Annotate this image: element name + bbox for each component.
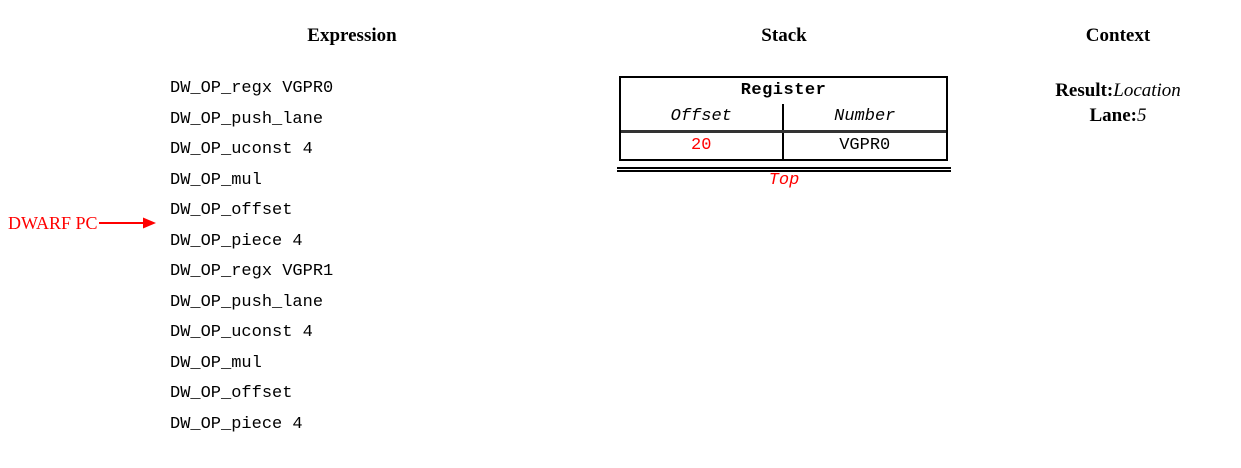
stack-table-title: Register: [740, 81, 827, 100]
stack-table-title-row: Register: [621, 78, 946, 104]
context-entry-result: Result:Location: [1055, 78, 1181, 103]
stack-cell-offset: 20: [621, 133, 784, 159]
column-heading-stack: Stack: [761, 25, 807, 46]
stack-column-header-offset: Offset: [621, 104, 784, 130]
stack-table-header-row: Offset Number: [621, 104, 946, 130]
stack-top-rule: [617, 167, 951, 172]
expression-line: DW_OP_regx VGPR1: [170, 262, 334, 281]
context-value-result: Location: [1113, 80, 1181, 101]
expression-line: DW_OP_uconst 4: [170, 140, 313, 159]
expression-line: DW_OP_uconst 4: [170, 323, 313, 342]
right-arrow-icon: [98, 217, 156, 229]
expression-line: DW_OP_push_lane: [170, 292, 324, 312]
expression-line: DW_OP_push_lane: [170, 109, 324, 129]
context-key-result: Result:: [1055, 80, 1114, 101]
stack-table-row: 20 VGPR0: [621, 130, 946, 159]
context-block: Result:Location Lane:5: [1055, 78, 1181, 128]
expression-line: DW_OP_regx VGPR0: [170, 79, 334, 98]
dwarf-pc-label: DWARF PC: [8, 213, 98, 233]
expression-line: DW_OP_offset: [170, 201, 293, 220]
stack-top-label: Top: [768, 171, 800, 190]
column-heading-context: Context: [1085, 25, 1151, 46]
expression-line: DW_OP_mul: [170, 353, 262, 373]
expression-list: DW_OP_regx VGPR0 DW_OP_push_lane DW_OP_u…: [170, 74, 333, 440]
expression-line: DW_OP_piece 4: [170, 414, 303, 434]
stack-column-header-number: Number: [834, 107, 896, 126]
column-heading-expression: Expression: [307, 25, 397, 46]
context-entry-lane: Lane:5: [1055, 103, 1181, 128]
expression-line: DW_OP_mul: [170, 170, 262, 190]
context-value-lane: 5: [1137, 105, 1147, 126]
expression-line: DW_OP_piece 4: [170, 231, 303, 251]
stack-table: Register Offset Number 20 VGPR0: [619, 76, 948, 161]
stack-cell-number: VGPR0: [839, 136, 891, 155]
expression-line: DW_OP_offset: [170, 384, 293, 403]
dwarf-pc-marker: DWARF PC: [8, 210, 157, 236]
context-key-lane: Lane:: [1089, 105, 1138, 126]
